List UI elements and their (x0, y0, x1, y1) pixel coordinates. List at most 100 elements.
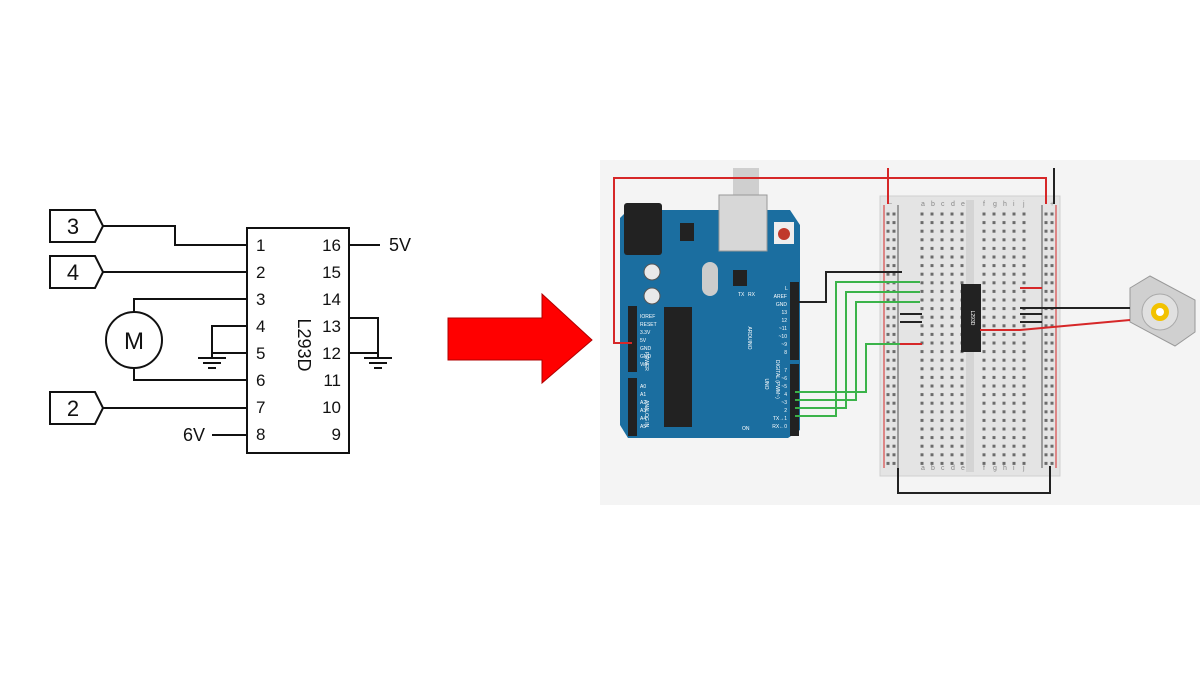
breadboard-hole (886, 393, 890, 397)
breadboard-hole (1002, 289, 1006, 293)
breadboard-hole (940, 444, 944, 448)
breadboard-hole (930, 350, 934, 354)
header-d5: ~5 (781, 384, 787, 390)
breadboard-hole (940, 324, 944, 328)
breadboard-hole (1012, 246, 1016, 250)
breadboard-hole (930, 358, 934, 362)
breadboard-hole (1022, 298, 1026, 302)
breadboard-hole (992, 246, 996, 250)
breadboard-hole (930, 341, 934, 345)
header-d9: ~9 (781, 342, 787, 348)
breadboard-hole (982, 289, 986, 293)
breadboard-hole (940, 401, 944, 405)
pin-right-14: 14 (322, 290, 341, 309)
breadboard-hole (1012, 436, 1016, 440)
breadboard-hole (1012, 384, 1016, 388)
breadboard-hole (1022, 212, 1026, 216)
svg-text:e: e (961, 465, 965, 472)
breadboard-hole (886, 427, 890, 431)
breadboard-hole (950, 401, 954, 405)
breadboard-hole (886, 401, 890, 405)
breadboard-hole (1022, 264, 1026, 268)
breadboard-hole (1044, 281, 1048, 285)
breadboard-hole (1022, 332, 1026, 336)
breadboard-hole (886, 332, 890, 336)
breadboard-hole (992, 341, 996, 345)
header-a0: A0 (640, 384, 646, 390)
breadboard-hole (940, 298, 944, 302)
breadboard-hole (1050, 221, 1054, 225)
breadboard-hole (930, 298, 934, 302)
svg-text:b: b (931, 465, 935, 472)
breadboard-hole (960, 212, 964, 216)
breadboard-hole (886, 410, 890, 414)
breadboard-hole (886, 307, 890, 311)
breadboard-hole (1050, 461, 1054, 465)
header-d6: ~6 (781, 376, 787, 382)
breadboard-hole (1022, 375, 1026, 379)
reset-button[interactable] (778, 228, 790, 240)
breadboard-hole (930, 255, 934, 259)
breadboard-hole (992, 212, 996, 216)
breadboard-hole (920, 289, 924, 293)
breadboard-hole (892, 324, 896, 328)
breadboard-hole (1044, 410, 1048, 414)
breadboard-hole (940, 461, 944, 465)
wire-motor-red (980, 319, 1131, 331)
breadboard-hole (1050, 410, 1054, 414)
breadboard-hole (1022, 401, 1026, 405)
breadboard-hole (982, 221, 986, 225)
wires (613, 168, 1131, 494)
voltage-regulator (680, 223, 694, 241)
breadboard-hole (1002, 315, 1006, 319)
breadboard-hole (886, 255, 890, 259)
breadboard-hole (950, 375, 954, 379)
breadboard-hole (950, 324, 954, 328)
breadboard-hole (982, 375, 986, 379)
breadboard-hole (960, 453, 964, 457)
breadboard-hole (892, 212, 896, 216)
header-gnd-d: GND (776, 302, 788, 308)
breadboard-hole (920, 315, 924, 319)
breadboard-hole (992, 221, 996, 225)
power-label: POWER (643, 352, 649, 371)
svg-text:c: c (941, 201, 945, 208)
breadboard-hole (982, 427, 986, 431)
breadboard-hole (992, 281, 996, 285)
svg-text:g: g (993, 201, 997, 208)
breadboard-hole (1002, 444, 1006, 448)
digital-header-bottom (790, 364, 799, 436)
breadboard-hole (940, 246, 944, 250)
breadboard-hole (940, 315, 944, 319)
breadboard-hole (1012, 410, 1016, 414)
breadboard-hole (960, 444, 964, 448)
usb-cable (733, 168, 759, 196)
wire-green-4 (795, 281, 920, 417)
breadboard-hole (1022, 418, 1026, 422)
pin-left-1: 1 (256, 236, 265, 255)
breadboard-hole (1022, 384, 1026, 388)
dc-motor (1129, 275, 1196, 347)
breadboard-hole (992, 315, 996, 319)
breadboard-hole (992, 418, 996, 422)
breadboard-hole (1050, 375, 1054, 379)
breadboard-hole (892, 375, 896, 379)
pin-left-3: 3 (256, 290, 265, 309)
capacitor-2 (643, 287, 661, 305)
breadboard-hole (1012, 324, 1016, 328)
breadboard-hole (982, 393, 986, 397)
breadboard-hole (982, 367, 986, 371)
breadboard-hole (920, 384, 924, 388)
breadboard-hole (892, 221, 896, 225)
header-d10: ~10 (779, 334, 788, 340)
breadboard-hole (930, 307, 934, 311)
breadboard-hole (992, 461, 996, 465)
svg-text:e: e (961, 201, 965, 208)
breadboard-hole (1022, 289, 1026, 293)
breadboard-hole (920, 298, 924, 302)
breadboard-hole (1022, 461, 1026, 465)
svg-text:f: f (983, 465, 985, 472)
breadboard-hole (950, 315, 954, 319)
input-tag-4 (49, 255, 105, 289)
breadboard-hole (886, 246, 890, 250)
